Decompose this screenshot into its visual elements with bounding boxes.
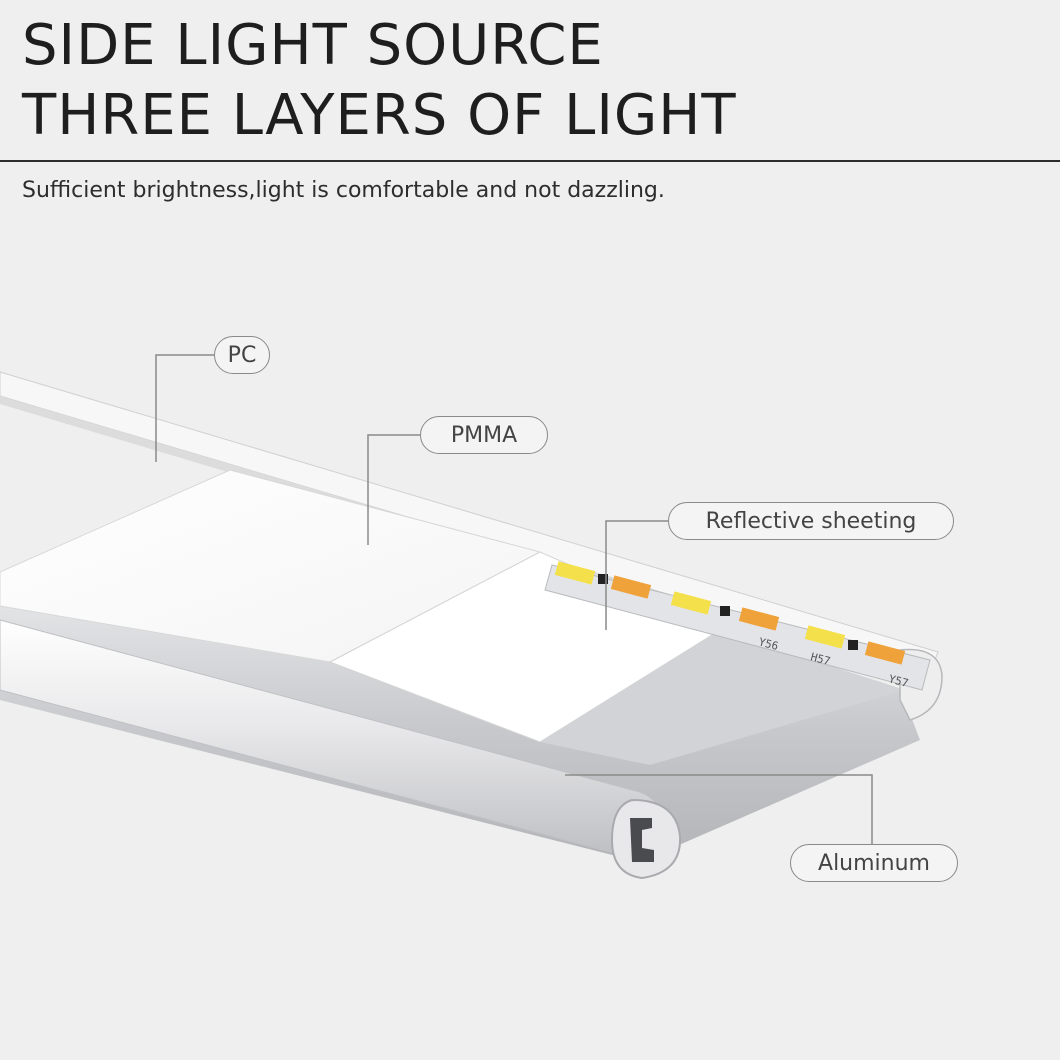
led-resistor — [720, 606, 730, 616]
subtitle: Sufficient brightness,light is comfortab… — [22, 178, 665, 203]
headline-line-1: SIDE LIGHT SOURCE — [22, 13, 604, 78]
reflective-sheeting — [540, 630, 905, 765]
led-marking: H57 — [809, 650, 832, 668]
reflective-leader-line — [605, 520, 668, 630]
led-marking: Y56 — [757, 635, 780, 653]
led-chip — [670, 591, 712, 615]
led-chip — [610, 575, 652, 599]
callout-aluminum: Aluminum — [790, 844, 958, 882]
pc-leader-line — [155, 354, 214, 462]
pmma-leader-line — [367, 434, 420, 545]
aluminum-base — [0, 600, 920, 862]
callout-reflective-sheeting: Reflective sheeting — [668, 502, 954, 540]
end-cap-slot — [630, 818, 654, 862]
led-marking: Y57 — [887, 672, 910, 690]
callout-pmma: PMMA — [420, 416, 548, 454]
led-chip — [738, 607, 780, 631]
led-resistor — [598, 574, 608, 584]
header-divider — [0, 160, 1060, 162]
aluminum-end-cap — [610, 798, 682, 880]
callout-pc: PC — [214, 336, 270, 374]
led-chip — [804, 625, 846, 649]
headline-line-2: THREE LAYERS OF LIGHT — [22, 83, 737, 148]
led-resistor — [848, 640, 858, 650]
led-chip — [554, 561, 596, 585]
led-chip — [864, 641, 906, 665]
